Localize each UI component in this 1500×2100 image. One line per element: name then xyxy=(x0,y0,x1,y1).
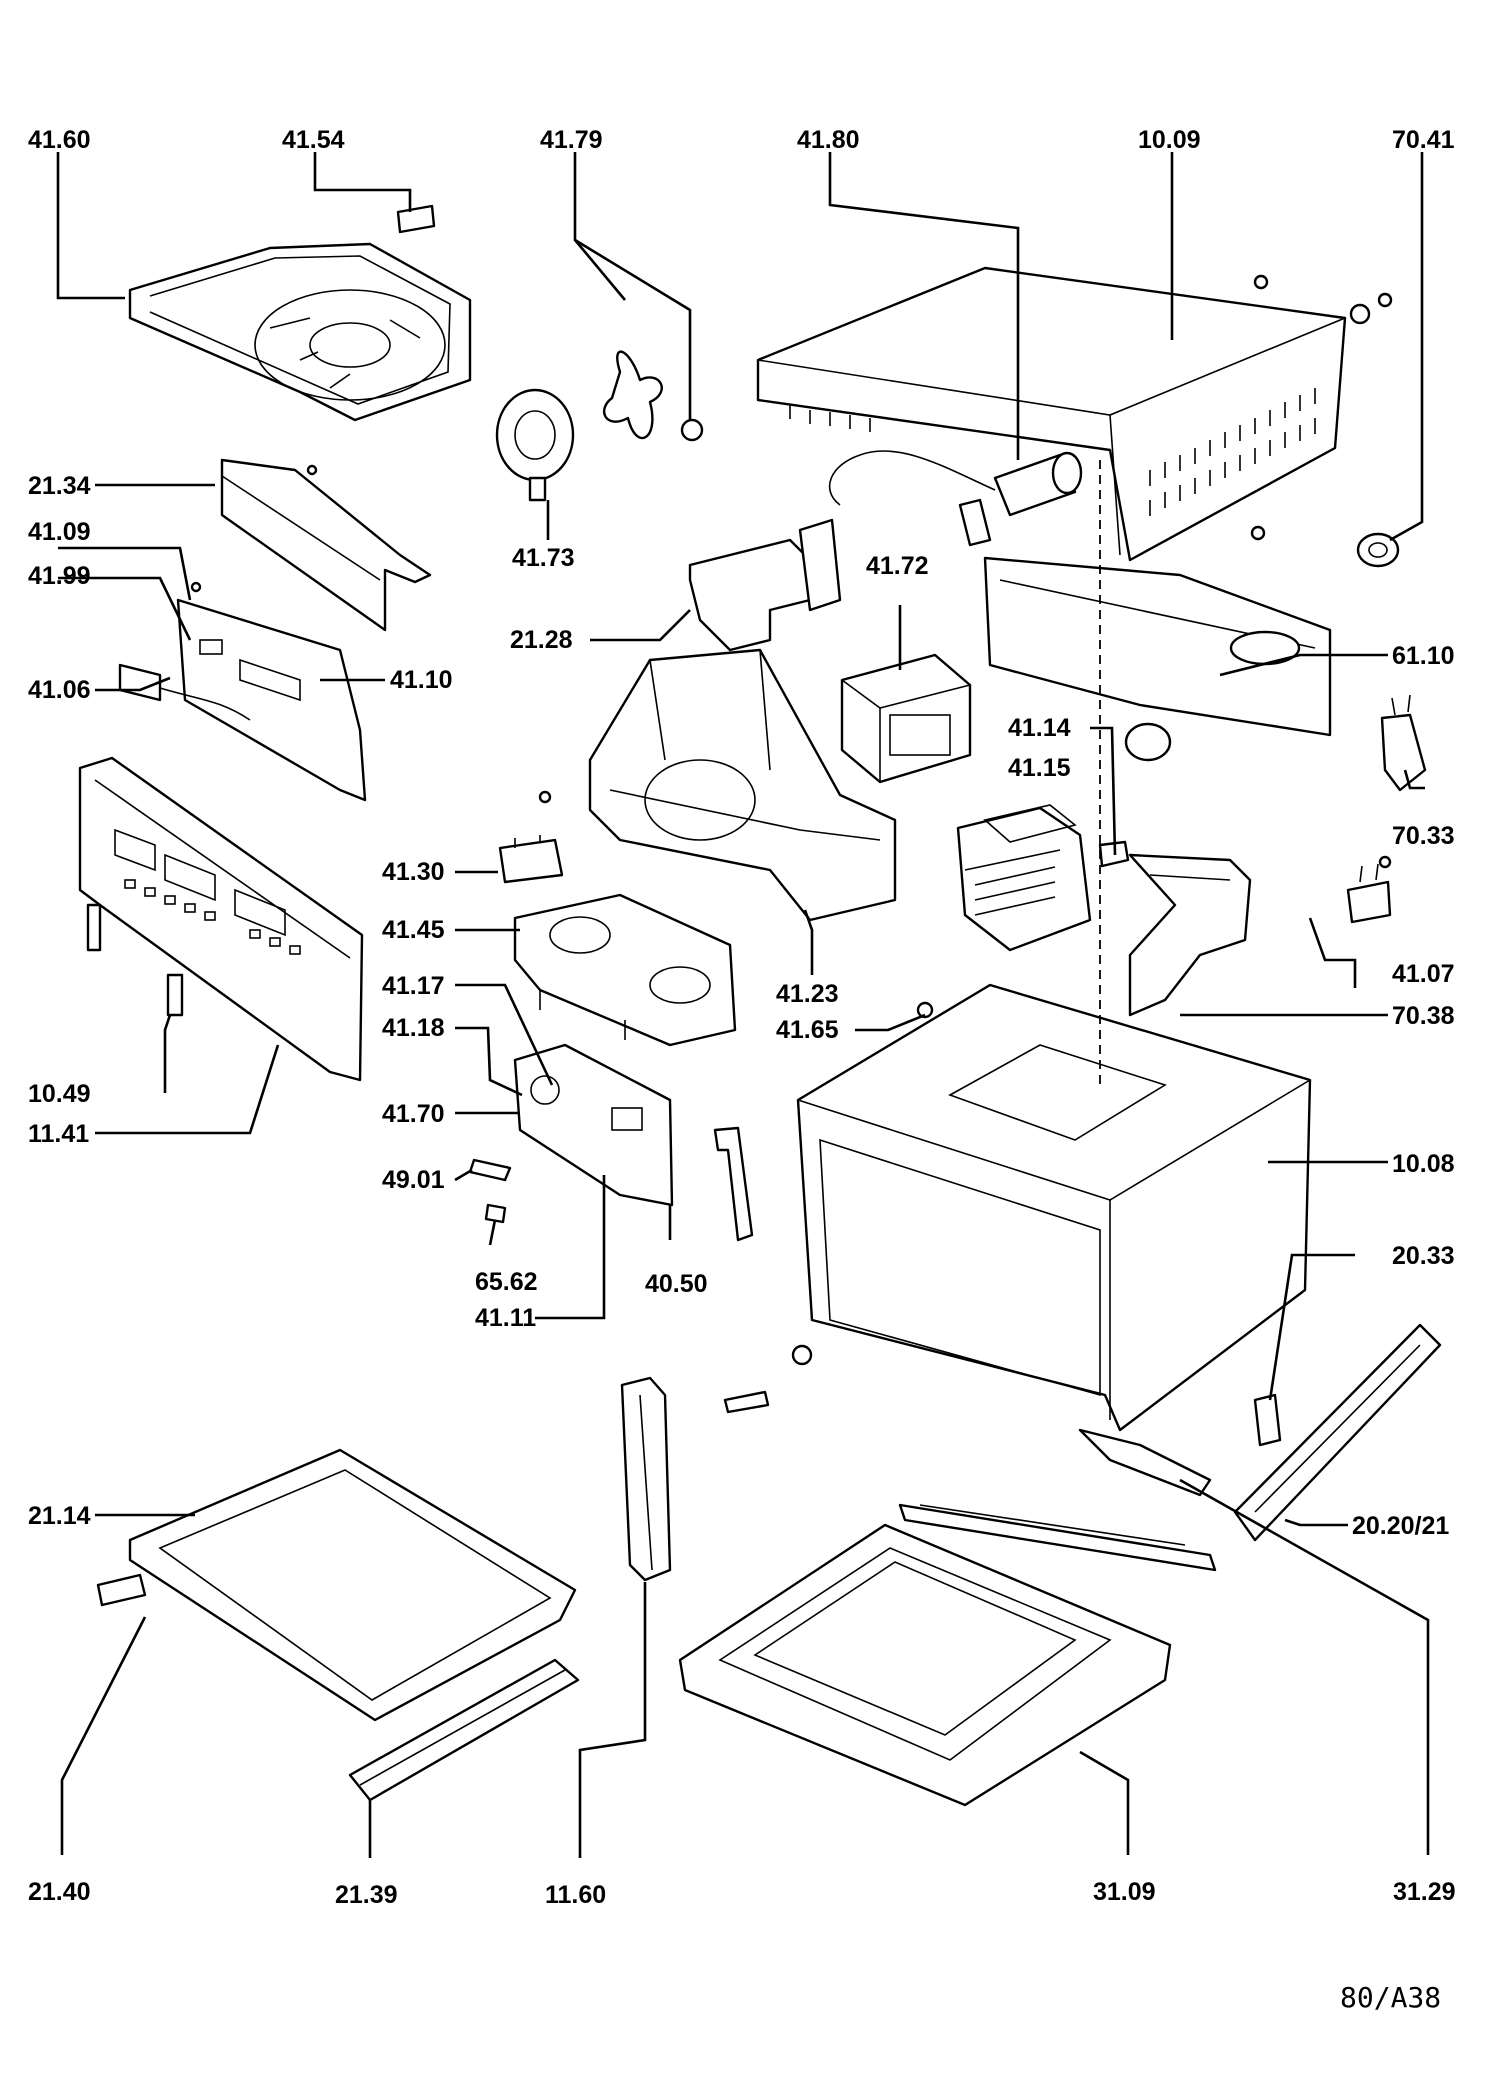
label-49-01: 49.01 xyxy=(382,1166,445,1194)
label-11-60: 11.60 xyxy=(545,1881,606,1909)
label-70-38: 70.38 xyxy=(1392,1002,1455,1030)
label-20-33: 20.33 xyxy=(1392,1242,1455,1270)
part-labels: 41.60 41.54 41.79 41.80 10.09 70.41 21.3… xyxy=(28,126,1456,1909)
part-air-duct xyxy=(1128,853,1252,1017)
label-41-06: 41.06 xyxy=(28,676,91,704)
label-10-09: 10.09 xyxy=(1138,126,1201,154)
label-61-10: 61.10 xyxy=(1392,642,1455,670)
label-41-80: 41.80 xyxy=(797,126,860,154)
label-41-60: 41.60 xyxy=(28,126,91,154)
part-fan-motor xyxy=(495,350,704,502)
part-lamp xyxy=(1380,694,1427,792)
label-65-62: 65.62 xyxy=(475,1268,538,1296)
part-fan-tray xyxy=(128,204,472,422)
part-baffle xyxy=(220,458,432,632)
part-control-pcb xyxy=(118,581,367,802)
part-thermal-cutout xyxy=(1346,855,1392,924)
part-switch-assembly xyxy=(513,893,737,1047)
part-outer-cabinet xyxy=(756,266,1393,562)
label-41-23: 41.23 xyxy=(776,980,839,1008)
label-41-14: 41.14 xyxy=(1008,714,1071,742)
label-41-54: 41.54 xyxy=(282,126,345,154)
label-41-18: 41.18 xyxy=(382,1014,445,1042)
leader-lines xyxy=(56,152,1430,1858)
label-41-11: 41.11 xyxy=(475,1304,536,1332)
part-magnetron xyxy=(956,804,1130,952)
label-70-41: 70.41 xyxy=(1392,126,1455,154)
part-u-clip xyxy=(713,1126,754,1242)
label-21-14: 21.14 xyxy=(28,1502,91,1530)
label-70-33: 70.33 xyxy=(1392,822,1455,850)
label-41-15: 41.15 xyxy=(1008,754,1071,782)
part-micro-switch xyxy=(498,835,564,884)
part-drip-tray xyxy=(96,1448,577,1722)
part-control-panel xyxy=(78,756,364,1082)
part-hv-transformer xyxy=(840,653,972,784)
label-31-29: 31.29 xyxy=(1393,1878,1456,1906)
label-21-28: 21.28 xyxy=(510,626,573,654)
label-41-72: 41.72 xyxy=(866,552,929,580)
label-41-07: 41.07 xyxy=(1392,960,1455,988)
part-rail xyxy=(348,1658,580,1802)
part-vertical-strip xyxy=(620,1376,672,1582)
label-10-08: 10.08 xyxy=(1392,1150,1455,1178)
label-41-09: 41.09 xyxy=(28,518,91,546)
label-20-20-21: 20.20/21 xyxy=(1352,1512,1449,1540)
label-41-17: 41.17 xyxy=(382,972,445,1000)
part-oven-cavity xyxy=(723,460,1312,1432)
part-door-hinge xyxy=(1078,1323,1442,1542)
label-41-30: 41.30 xyxy=(382,858,445,886)
label-41-10: 41.10 xyxy=(390,666,453,694)
label-41-45: 41.45 xyxy=(382,916,445,944)
label-21-40: 21.40 xyxy=(28,1878,91,1906)
label-40-50: 40.50 xyxy=(645,1270,708,1298)
part-bracket-upper xyxy=(688,518,842,652)
label-21-34: 21.34 xyxy=(28,472,91,500)
part-relay-board xyxy=(468,1043,674,1224)
label-10-49: 10.49 xyxy=(28,1080,91,1108)
part-capacitor xyxy=(828,450,1083,547)
label-31-09: 31.09 xyxy=(1093,1878,1156,1906)
label-41-65: 41.65 xyxy=(776,1016,839,1044)
part-chassis-frame xyxy=(538,648,897,922)
label-41-73: 41.73 xyxy=(512,544,575,572)
part-knob xyxy=(1356,532,1400,568)
label-41-70: 41.70 xyxy=(382,1100,445,1128)
label-41-79: 41.79 xyxy=(540,126,603,154)
label-11-41: 11.41 xyxy=(28,1120,89,1148)
drawing-reference: 80/A38 xyxy=(1340,1981,1441,2014)
part-door xyxy=(678,1503,1217,1807)
part-back-plate xyxy=(983,525,1332,762)
label-41-99: 41.99 xyxy=(28,562,91,590)
label-21-39: 21.39 xyxy=(335,1881,398,1909)
